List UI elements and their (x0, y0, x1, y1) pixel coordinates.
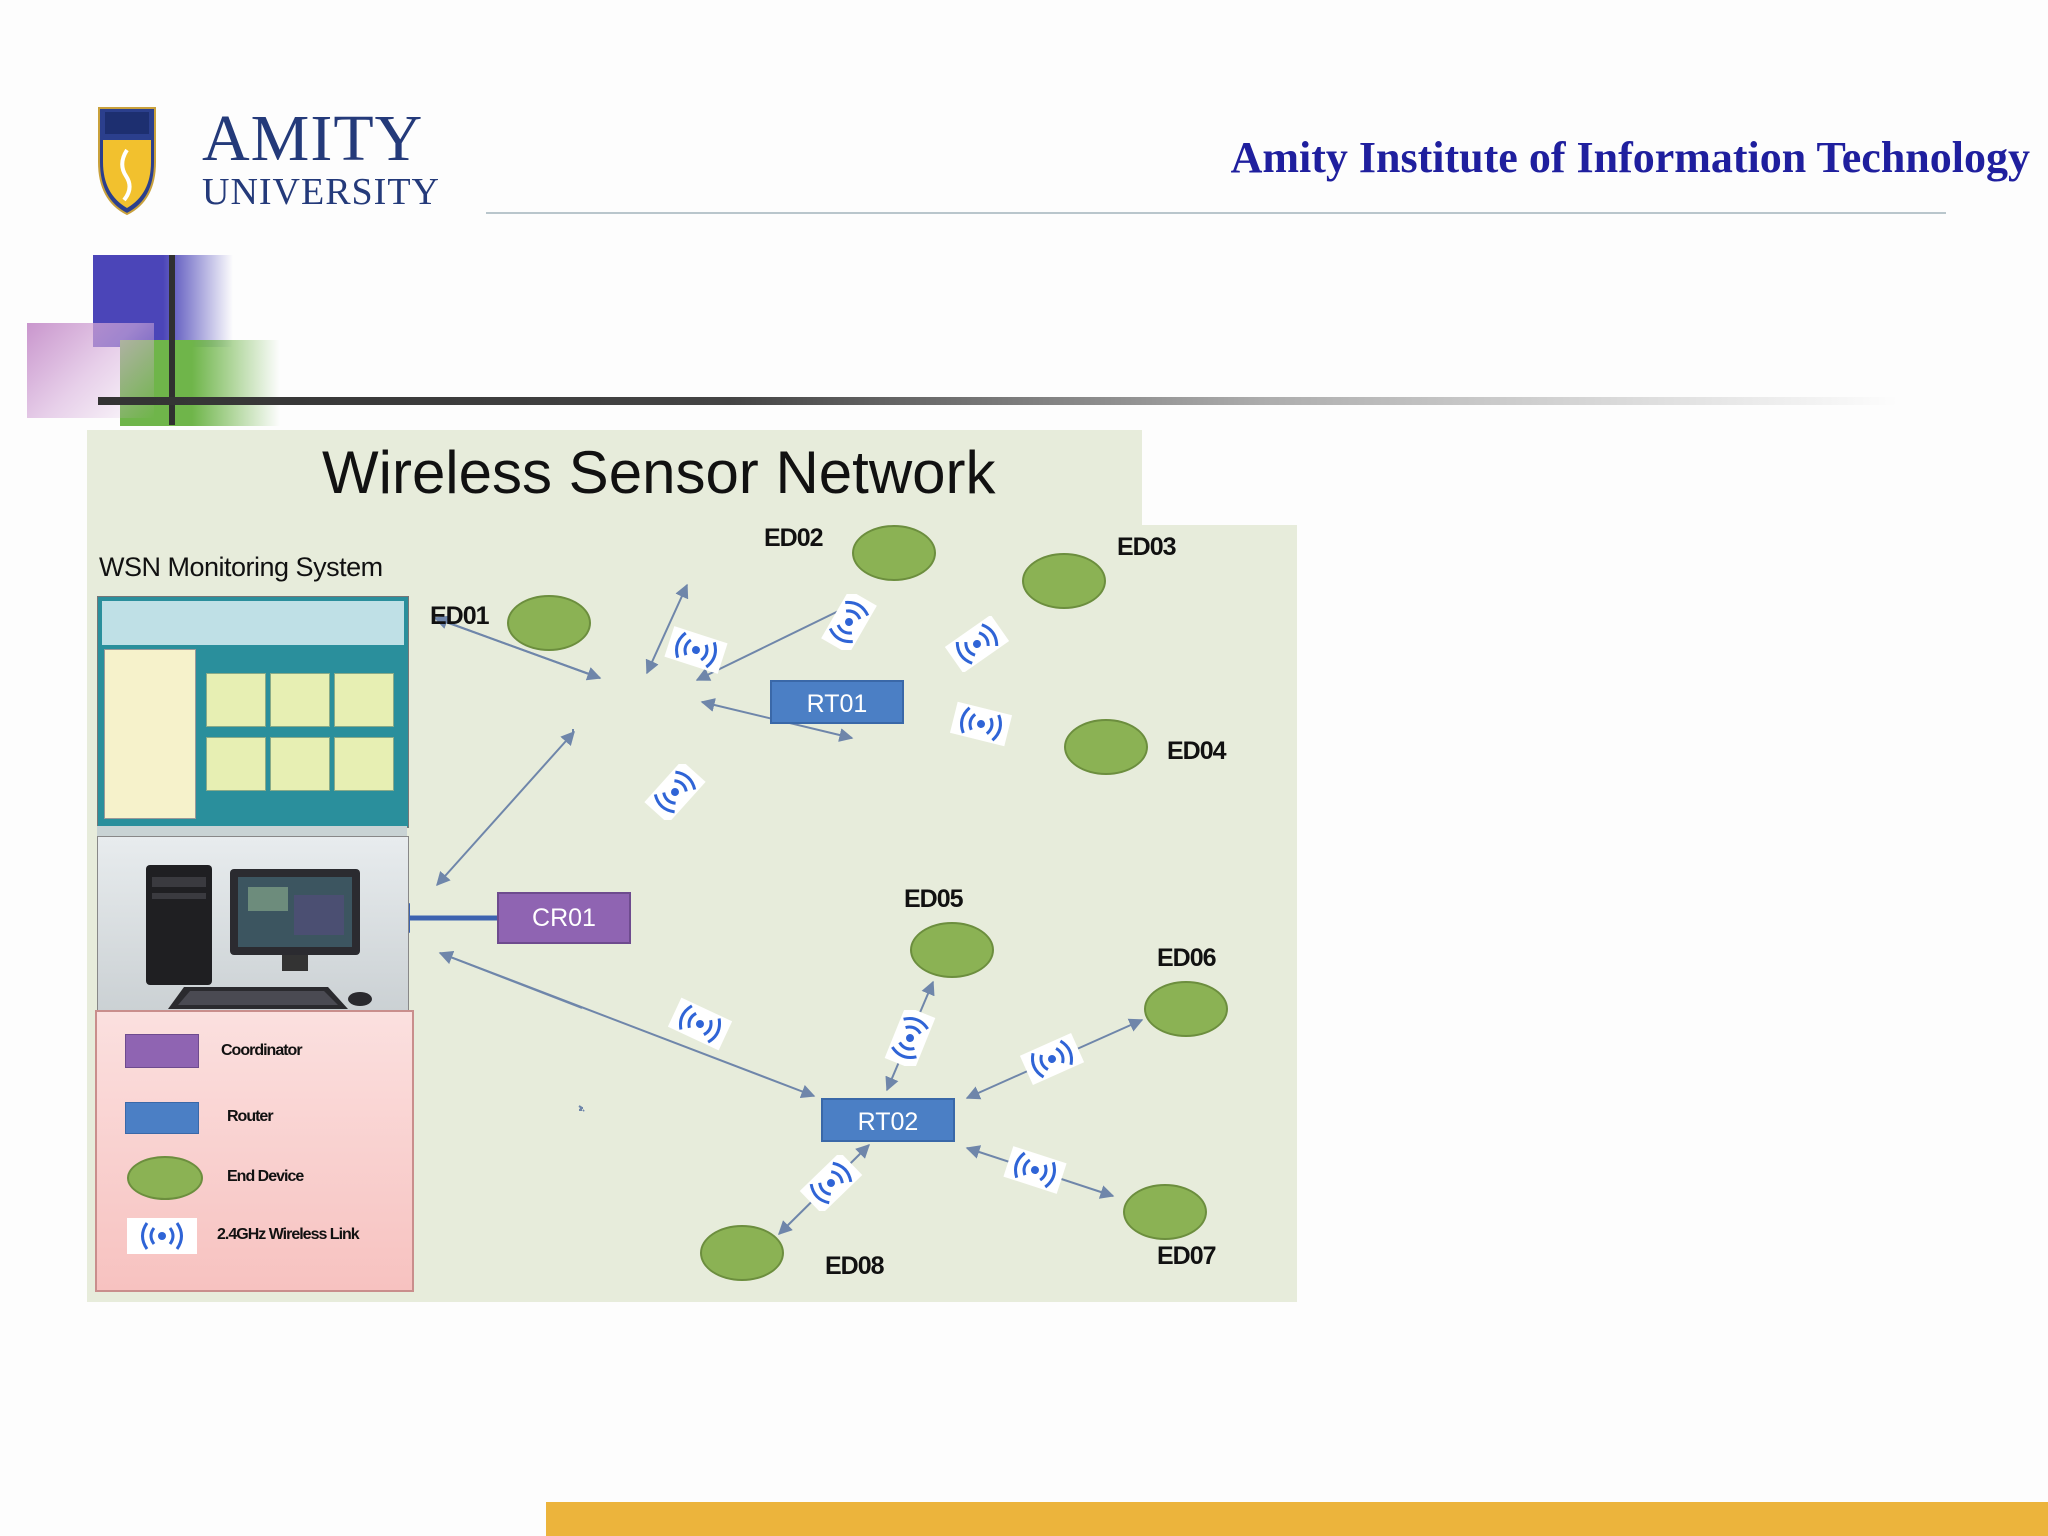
logo-subtitle: UNIVERSITY (202, 171, 440, 213)
end-device-ed06 (1144, 981, 1228, 1037)
end-device-label-ed02: ED02 (764, 524, 824, 552)
screenshot-list-panel (104, 649, 196, 819)
wsn-diagram: Wireless Sensor Network WSN Monitoring S… (87, 430, 1297, 1302)
wireless-link-icon (664, 626, 728, 674)
legend-coordinator-label: Coordinator (221, 1042, 303, 1059)
legend-router-label: Router (227, 1108, 274, 1125)
legend-end-device-label: End Device (227, 1168, 304, 1185)
end-device-ed01 (507, 595, 591, 651)
wireless-link-icon (127, 1218, 197, 1254)
screenshot-panel (206, 673, 266, 727)
end-device-ed07 (1123, 1184, 1207, 1240)
logo-name: AMITY (202, 102, 424, 175)
end-device-label-ed04: ED04 (1167, 737, 1227, 765)
decorative-horizontal-line (98, 397, 1898, 405)
router-node-rt01: RT01 (770, 680, 904, 724)
footer-accent-bar (546, 1502, 2048, 1536)
end-device-label-ed08: ED08 (825, 1252, 885, 1280)
end-device-label-ed05: ED05 (904, 885, 964, 913)
wireless-link-icon (1003, 1146, 1067, 1194)
end-device-ed03 (1022, 553, 1106, 609)
end-device-ed02 (852, 525, 936, 581)
end-device-ed04 (1064, 719, 1148, 775)
coordinator-node-cr01: CR01 (497, 892, 631, 944)
wireless-link-icon (884, 1010, 936, 1066)
screenshot-panel (270, 673, 330, 727)
end-device-ed05 (910, 922, 994, 978)
monitoring-system-label: WSN Monitoring System (99, 552, 383, 582)
wireless-link-icon (949, 701, 1013, 747)
monitoring-screenshot (97, 596, 409, 828)
screenshot-status-strip (97, 826, 407, 836)
screenshot-toolbar (102, 601, 404, 645)
screenshot-panel (334, 737, 394, 791)
wireless-link-icon (821, 594, 877, 650)
wireless-link-icon (799, 1155, 863, 1211)
wireless-link-icon (1020, 1032, 1084, 1086)
end-device-ed08 (700, 1225, 784, 1281)
computer-image (97, 836, 409, 1024)
institute-title: Amity Institute of Information Technolog… (1230, 133, 2030, 182)
end-device-label-ed01: ED01 (430, 602, 490, 630)
diagram-title: Wireless Sensor Network (322, 439, 996, 506)
header-divider (486, 212, 1946, 214)
screenshot-panel (270, 737, 330, 791)
decorative-vertical-line (169, 255, 175, 425)
legend-wireless-link-label: 2.4GHz Wireless Link (217, 1226, 360, 1243)
legend-coordinator-swatch (125, 1034, 199, 1068)
shield-icon (98, 107, 156, 216)
legend-end-device-swatch (127, 1156, 203, 1200)
screenshot-panel (334, 673, 394, 727)
desktop-computer-icon (146, 865, 372, 1009)
screenshot-panel (206, 737, 266, 791)
end-device-label-ed07: ED07 (1157, 1242, 1217, 1270)
amity-logo: AMITY UNIVERSITY (96, 104, 446, 220)
wireless-link-icon (668, 997, 732, 1051)
wireless-link-icon (945, 616, 1009, 672)
end-device-label-ed03: ED03 (1117, 533, 1177, 561)
wireless-link-icon (644, 764, 706, 820)
router-node-rt02: RT02 (821, 1098, 955, 1142)
legend-router-swatch (125, 1102, 199, 1134)
legend: Coordinator Router End Device 2.4GHz Wir… (95, 1010, 414, 1292)
end-device-label-ed06: ED06 (1157, 944, 1217, 972)
